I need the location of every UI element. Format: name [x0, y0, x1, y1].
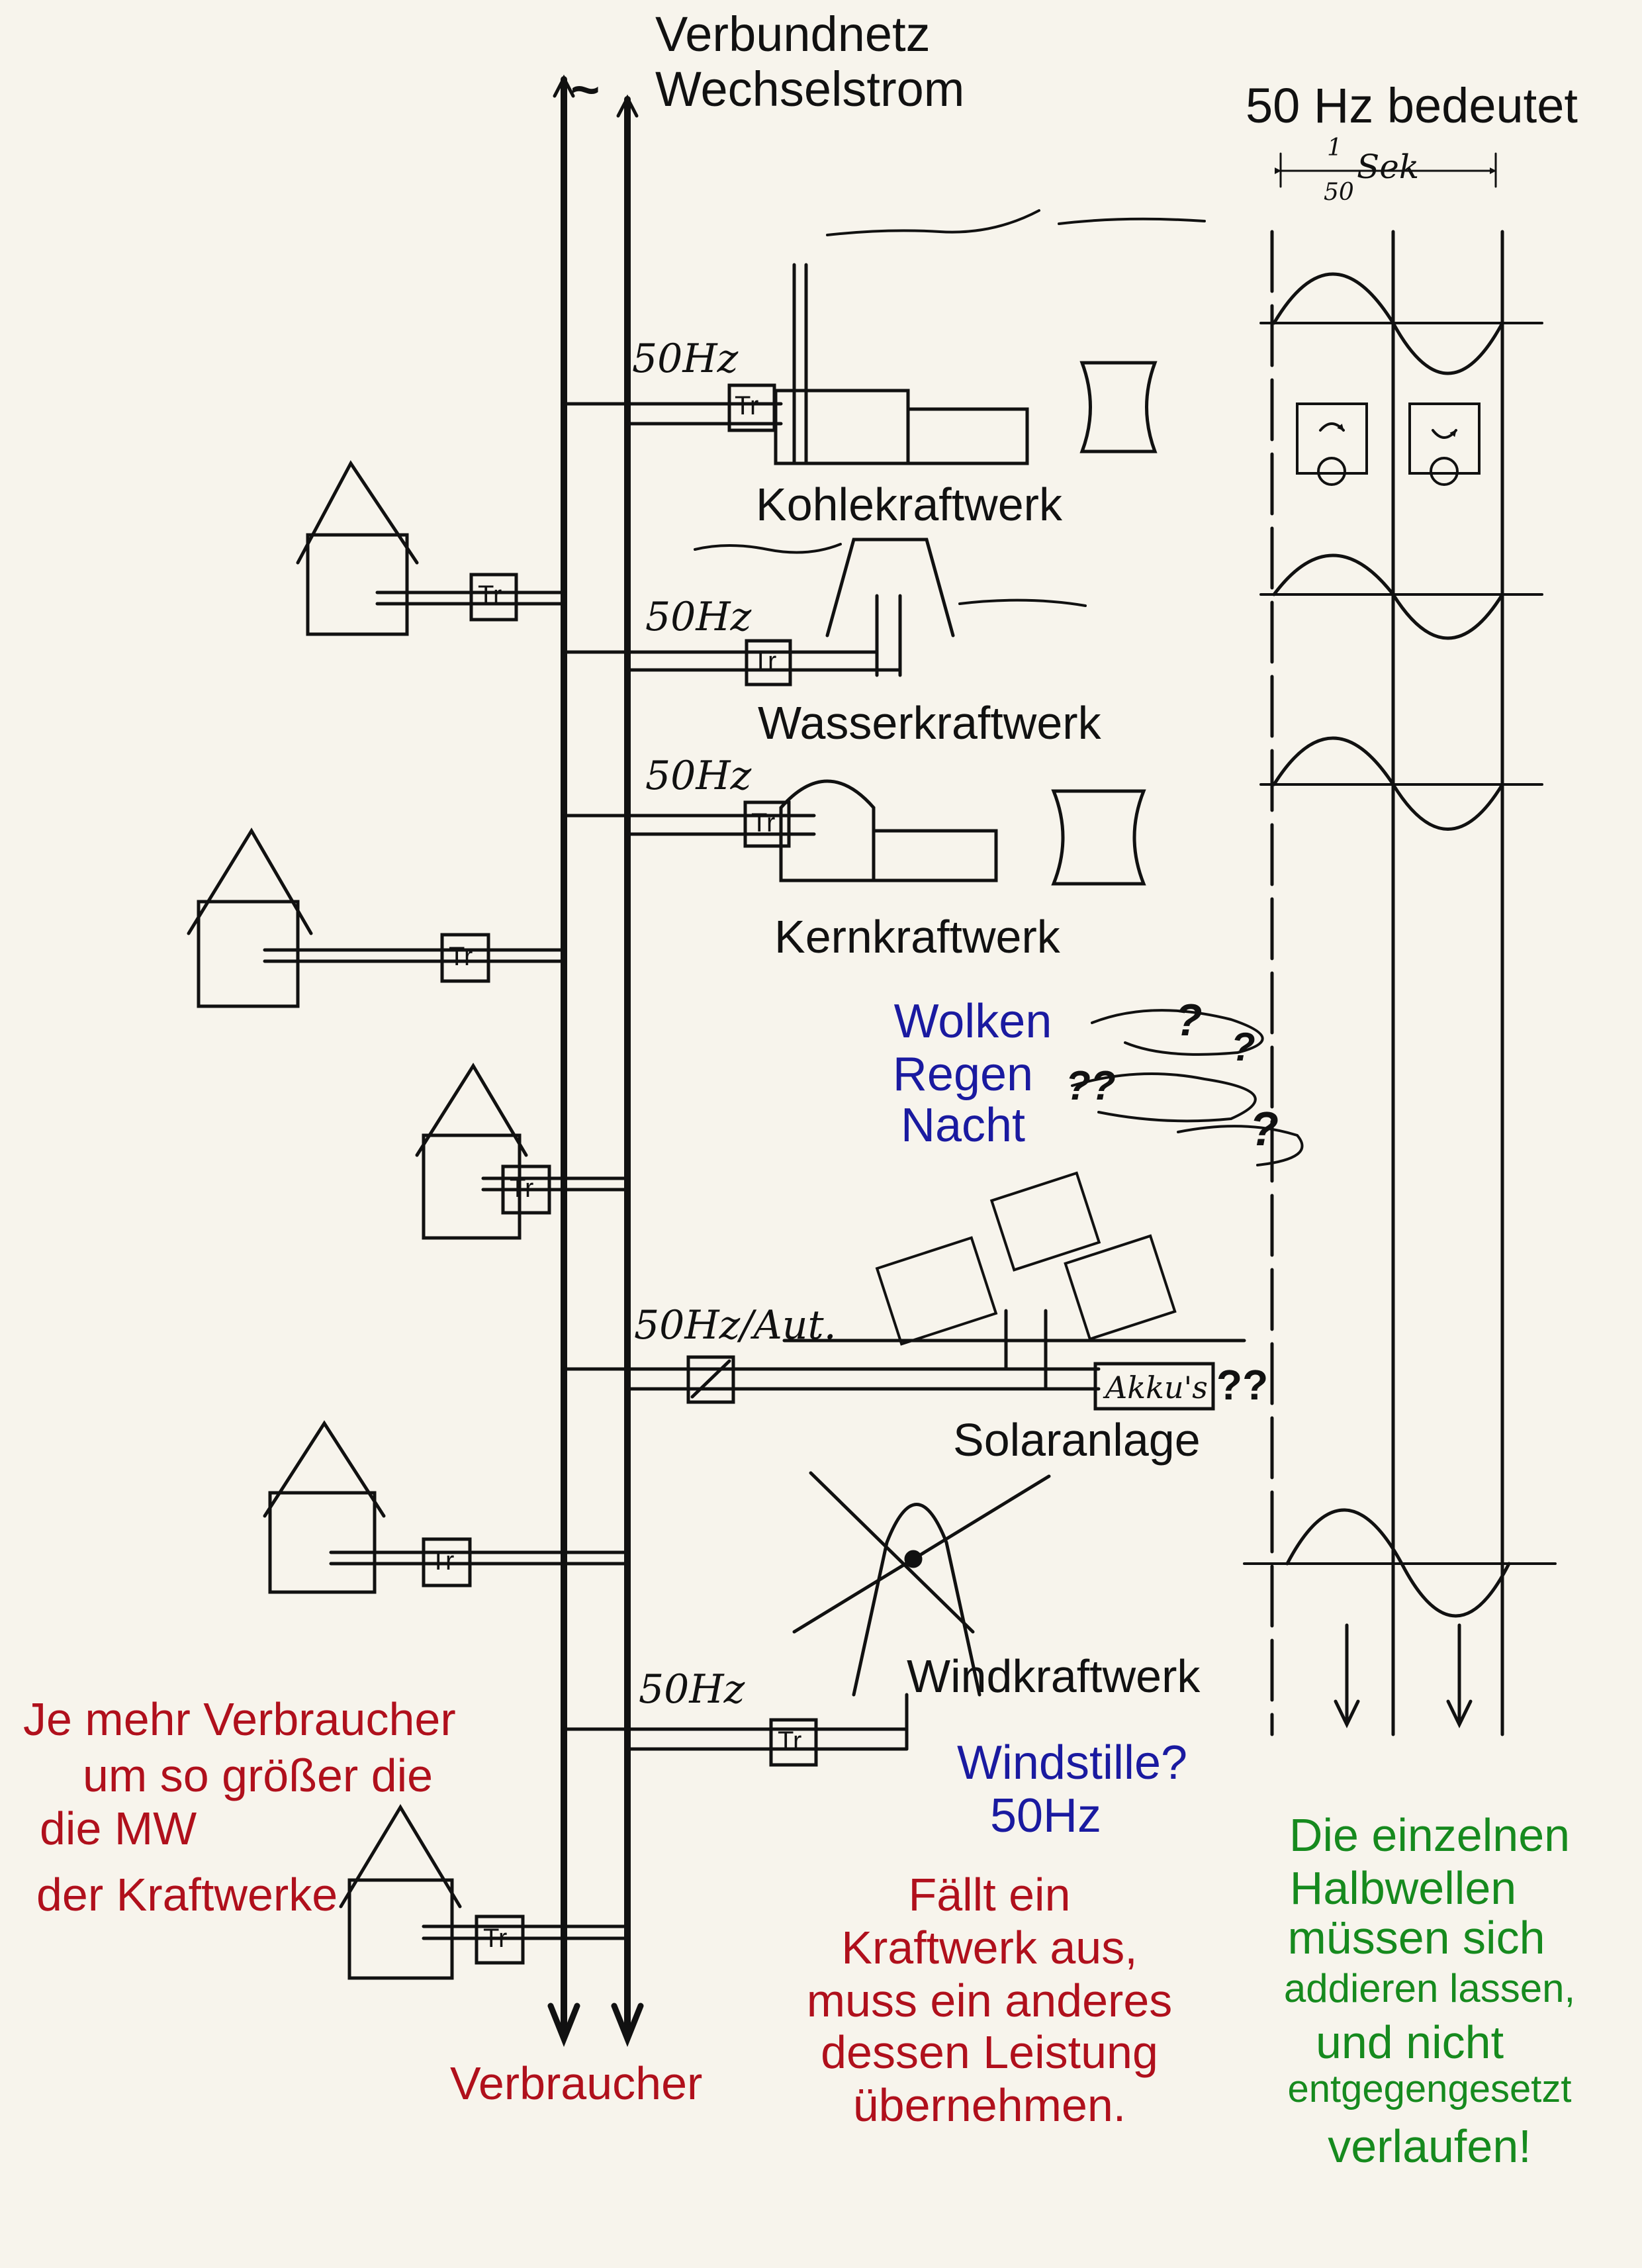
battery-question: ?? [1216, 1361, 1269, 1409]
wind-plant-drawing [562, 1471, 1051, 1767]
label-hydro-plant: Wasserkraftwerk [758, 697, 1101, 749]
right-note-line-7: verlaufen! [1328, 2120, 1531, 2172]
freq-label-coal: 50Hz [632, 336, 739, 382]
freq-label-hydro: 50Hz [645, 594, 752, 640]
question-mark-3: ?? [1066, 1063, 1116, 1109]
question-mark-1: ? [1175, 995, 1203, 1045]
label-solar-plant: Solaranlage [953, 1414, 1201, 1466]
windstill-freq: 50Hz [989, 1789, 1102, 1842]
nuclear-plant-drawing [562, 779, 1146, 886]
weather-night: Nacht [900, 1099, 1026, 1152]
weather-clouds: Wolken [893, 995, 1052, 1048]
freq-label-solar: 50Hz/Aut. [634, 1302, 837, 1348]
period-numerator: 1 [1327, 134, 1342, 162]
tr-label-house-4: Tr [430, 1546, 455, 1576]
period-denominator: 50 [1324, 179, 1354, 206]
tr-label-nuclear: Tr [751, 808, 776, 837]
title-line-1: Verbundnetz [655, 7, 931, 62]
house-2-drawing [187, 827, 566, 1008]
battery-label: Akku's [1105, 1370, 1208, 1405]
label-coal-plant: Kohlekraftwerk [756, 479, 1062, 530]
left-note-line-3: die MW [40, 1803, 197, 1854]
center-note-line-4: dessen Leistung [821, 2026, 1158, 2078]
tr-label-house-1: Tr [478, 581, 502, 610]
tr-label-house-2: Tr [449, 942, 473, 971]
freq-label-wind: 50Hz [639, 1666, 745, 1713]
tr-label-coal: Tr [735, 391, 759, 420]
center-note-line-3: muss ein anderes [806, 1975, 1173, 2026]
tr-label-wind: Tr [778, 1726, 802, 1756]
wave-header: 50 Hz bedeutet [1246, 78, 1578, 133]
center-note-line-1: Fällt ein [908, 1869, 1071, 1920]
tr-label-hydro: Tr [753, 647, 777, 676]
right-note-line-6: entgegengesetzt [1287, 2067, 1572, 2110]
left-note-line-2: um so größer die [83, 1750, 433, 1801]
house-1-drawing [296, 460, 566, 636]
busbar-lines [547, 74, 644, 2048]
hydro-plant-drawing [562, 538, 1087, 686]
consumer-label: Verbraucher [450, 2057, 703, 2109]
period-unit: Sek [1357, 148, 1420, 186]
tr-label-house-5: Tr [483, 1924, 508, 1953]
right-note-line-3: müssen sich [1287, 1912, 1545, 1963]
freq-label-nuclear: 50Hz [645, 753, 752, 799]
coal-plant-drawing [562, 209, 1206, 465]
right-note-line-4: addieren lassen, [1283, 1966, 1576, 2010]
label-nuclear-plant: Kernkraftwerk [774, 911, 1060, 963]
house-3-drawing [415, 1063, 629, 1240]
cloud-scribbles [1071, 1009, 1304, 1166]
center-note-line-2: Kraftwerk aus, [841, 1922, 1138, 1973]
label-wind-plant: Windkraftwerk [907, 1650, 1201, 1702]
left-note-line-4: der Kraftwerke [36, 1869, 338, 1920]
tr-label-house-3: Tr [510, 1174, 534, 1203]
ac-symbol: ~ [570, 62, 600, 118]
weather-rain: Regen [892, 1048, 1034, 1101]
title-line-2: Wechselstrom [655, 62, 965, 117]
house-4-drawing [263, 1420, 629, 1594]
center-note-line-5: übernehmen. [852, 2079, 1126, 2131]
left-note-line-1: Je mehr Verbraucher [23, 1693, 456, 1745]
question-mark-4: ? [1250, 1103, 1279, 1156]
question-mark-2: ? [1231, 1025, 1255, 1069]
right-note-line-5: und nicht [1315, 2016, 1504, 2068]
waveform-panel [1243, 152, 1557, 1736]
right-note-line-2: Halbwellen [1289, 1862, 1517, 1914]
right-note-line-1: Die einzelnen [1289, 1809, 1571, 1861]
solar-plant-drawing [562, 1171, 1246, 1411]
house-5-drawing [339, 1804, 629, 1980]
windstill-question: Windstille? [956, 1736, 1188, 1789]
